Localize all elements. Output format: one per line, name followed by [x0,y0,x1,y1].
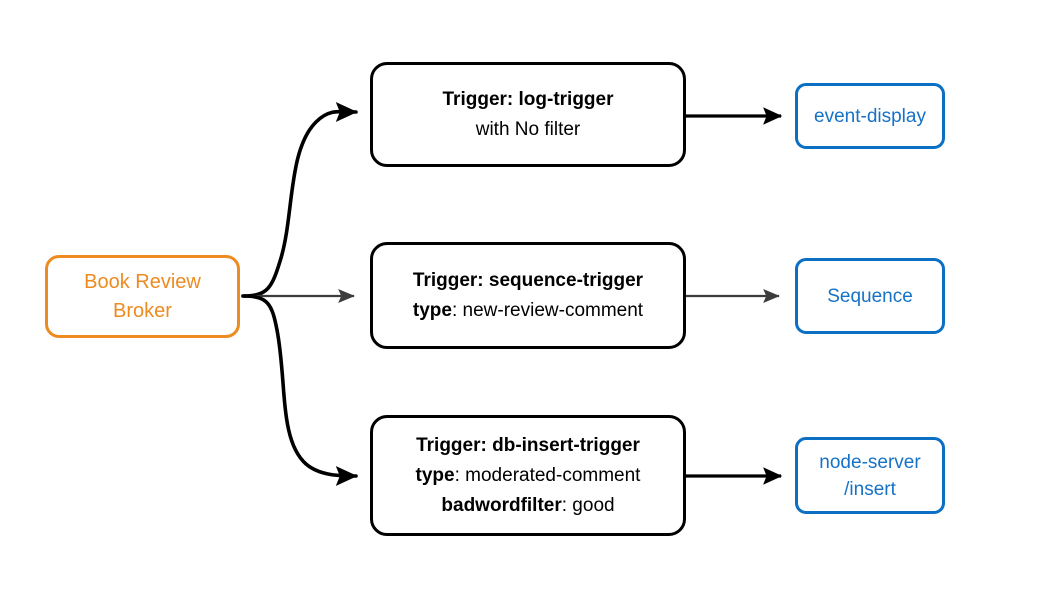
node-sequence[interactable]: Sequence [795,258,945,334]
node-log-trigger[interactable]: Trigger: log-trigger with No filter [370,62,686,167]
log-trigger-line-1-bold: Trigger: log-trigger [442,88,614,110]
sequence-label: Sequence [827,285,913,307]
edge-broker-to-db-insert-trigger [241,294,358,486]
db-insert-trigger-line-3-value: : good [561,494,615,516]
edge-broker-to-log-trigger [241,102,358,298]
sequence-trigger-line-2-value: : new-review-comment [451,299,644,321]
node-db-insert-trigger[interactable]: Trigger: db-insert-trigger type: moderat… [370,415,686,536]
sequence-trigger-line-1-bold: Trigger: sequence-trigger [412,269,644,291]
node-node-server-insert[interactable]: node-server /insert [795,437,945,514]
node-sequence-trigger[interactable]: Trigger: sequence-trigger type: new-revi… [370,242,686,349]
broker-label-line-2: Broker [113,299,172,322]
sequence-trigger-line-2: type: new-review-comment [413,296,643,326]
node-book-review-broker[interactable]: Book Review Broker [45,255,240,338]
log-trigger-line-2-text: with No filter [475,118,581,140]
db-insert-trigger-line-2: type: moderated-comment [416,461,641,491]
broker-label-line-1: Book Review [84,270,201,293]
node-server-label-line-1: node-server [819,451,921,473]
db-insert-trigger-line-3-key: badwordfilter [441,494,562,516]
node-server-label-line-2: /insert [844,478,896,500]
log-trigger-line-2: with No filter [476,115,581,145]
sequence-trigger-line-2-key: type [412,299,452,321]
db-insert-trigger-line-1-bold: Trigger: db-insert-trigger [416,434,640,456]
log-trigger-line-1: Trigger: log-trigger [443,85,614,115]
db-insert-trigger-line-3: badwordfilter: good [441,491,614,521]
db-insert-trigger-line-2-key: type [415,464,455,486]
node-event-display[interactable]: event-display [795,83,945,149]
db-insert-trigger-line-2-value: : moderated-comment [454,464,641,486]
event-display-label: event-display [814,105,926,127]
db-insert-trigger-line-1: Trigger: db-insert-trigger [416,431,640,461]
sequence-trigger-line-1: Trigger: sequence-trigger [413,266,643,296]
